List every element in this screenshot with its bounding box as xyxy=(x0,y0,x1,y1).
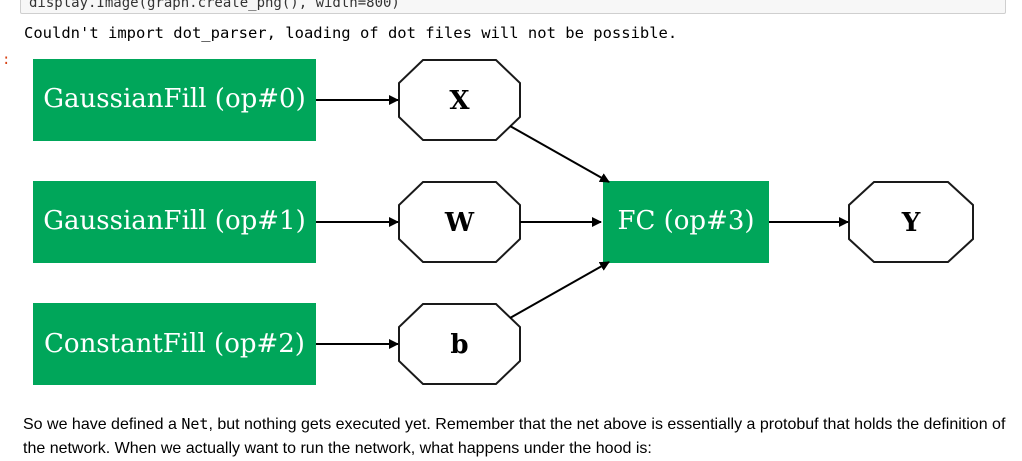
op-node-label: GaussianFill (op#0) xyxy=(43,84,305,114)
inline-code: Net xyxy=(181,415,209,433)
op-node-label: ConstantFill (op#2) xyxy=(44,329,305,359)
edge-x-to-fc xyxy=(509,125,610,183)
op-node-gaussianfill-1: GaussianFill (op#1) xyxy=(33,181,316,263)
edge-b-to-fc xyxy=(509,261,610,319)
code-cell[interactable]: display.Image(graph.create_png(), width=… xyxy=(20,0,1006,14)
op-node-gaussianfill-0: GaussianFill (op#0) xyxy=(33,59,316,141)
blob-node-b: b xyxy=(398,303,521,385)
blob-node-w: W xyxy=(398,181,521,263)
paragraph-text-part: , but nothing gets executed yet. Remembe… xyxy=(23,416,1006,457)
blob-node-label: X xyxy=(449,86,470,116)
paragraph-text-part: So we have defined a xyxy=(23,416,182,433)
blob-node-x: X xyxy=(398,59,521,141)
op-node-fc-3: FC (op#3) xyxy=(603,181,769,263)
blob-node-label: W xyxy=(444,208,475,238)
markdown-paragraph: So we have defined a Net, but nothing ge… xyxy=(23,412,1008,461)
blob-node-label: b xyxy=(450,330,468,360)
code-line: display.Image(graph.create_png(), width=… xyxy=(29,0,400,11)
op-node-constantfill-2: ConstantFill (op#2) xyxy=(33,303,316,385)
blob-node-label: Y xyxy=(901,208,921,238)
stderr-output: Couldn't import dot_parser, loading of d… xyxy=(24,24,678,42)
output-prompt: : xyxy=(2,52,11,68)
op-node-label: GaussianFill (op#1) xyxy=(43,206,305,236)
blob-node-y: Y xyxy=(848,181,974,263)
op-node-label: FC (op#3) xyxy=(617,206,754,236)
network-graph-image: GaussianFill (op#0) GaussianFill (op#1) … xyxy=(33,59,974,385)
